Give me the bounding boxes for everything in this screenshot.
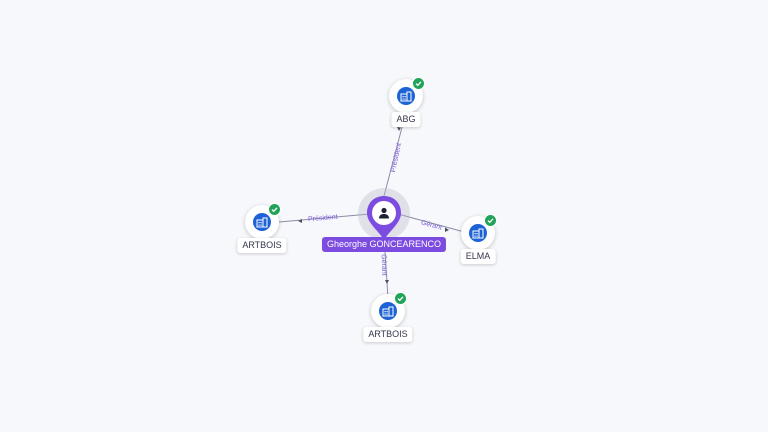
edge-arrow-artbois-bottom [385,280,389,284]
building-icon [400,91,412,102]
company-node-abg[interactable] [389,77,425,113]
verified-check-icon [271,207,278,213]
edge-arrow-elma [445,227,449,232]
edge-arrow-artbois-left [298,219,302,223]
edge-arrow-abg [397,127,401,131]
edge-label-artbois-bottom: Gérant [380,254,388,276]
edge-artbois-left [278,213,371,223]
company-label-elma[interactable]: ELMA [460,249,496,264]
company-label-artbois-bottom[interactable]: ARTBOIS [363,327,413,342]
verified-check-icon [397,296,404,302]
company-node-artbois-bottom[interactable] [371,292,407,328]
verified-check-icon [487,218,494,224]
verified-check-icon [415,81,422,87]
edge-label-abg: Président [390,142,403,172]
person-icon [379,207,389,219]
building-icon [472,228,484,239]
edge-label-artbois-left: Président [308,214,338,224]
building-icon [256,217,268,228]
company-node-elma[interactable] [461,214,497,250]
company-node-artbois-left[interactable] [245,203,281,239]
company-label-artbois-left[interactable]: ARTBOIS [237,238,287,253]
person-name-label[interactable]: Gheorghe GONCEARENCO [321,237,447,252]
company-label-abg[interactable]: ABG [391,112,421,127]
edge-label-elma: Gérant [420,219,443,231]
building-icon [382,306,394,317]
person-node[interactable] [358,188,410,242]
edge-elma [397,213,469,234]
